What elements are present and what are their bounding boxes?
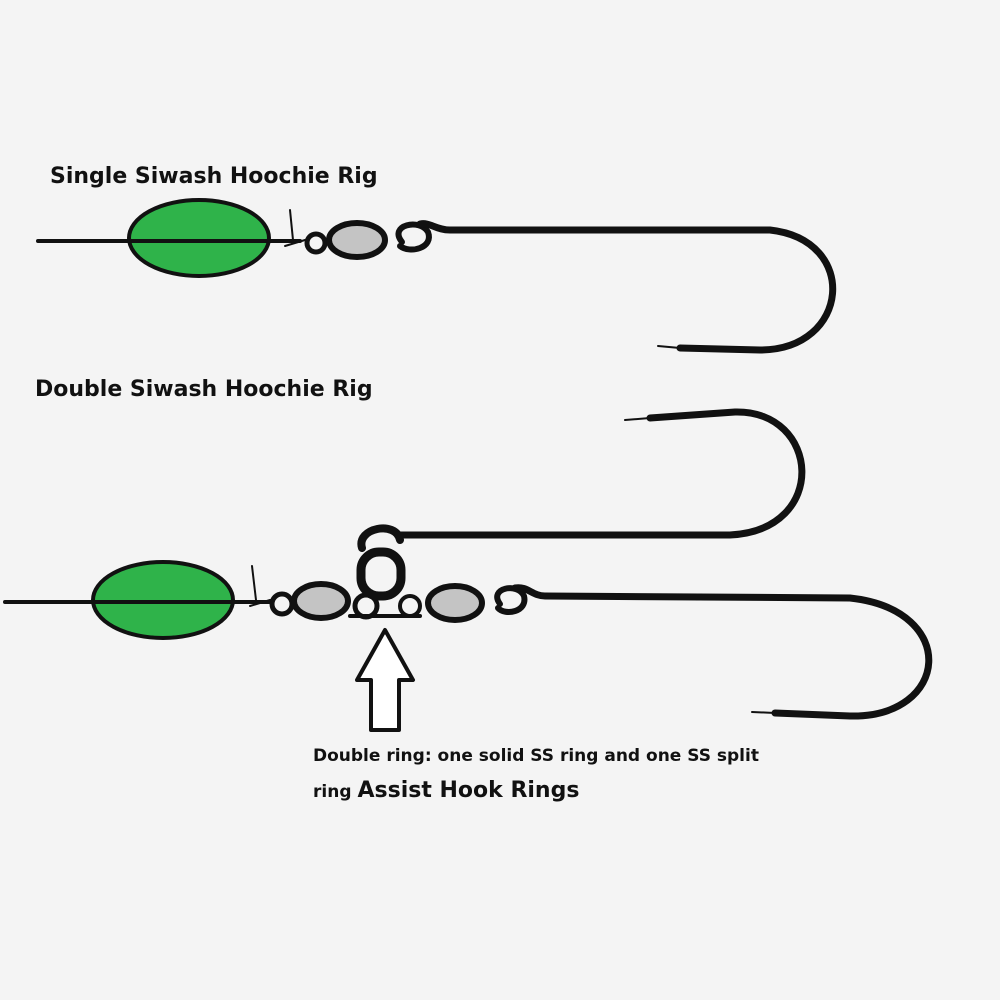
single-ring [304,231,328,255]
double-swivel-right [425,583,485,623]
note-line-1: Double ring: one solid SS ring and one S… [313,746,759,766]
up-arrow [355,628,415,732]
single-hook-eye [395,221,432,253]
single-knot [284,209,306,247]
assist-hook-rings-label: Assist Hook Rings [357,778,580,803]
split-ring-2 [398,594,422,618]
upper-hook-eye [357,524,404,552]
single-hook [416,220,836,354]
double-rig-title: Double Siwash Hoochie Rig [35,377,373,402]
lower-hook-eye [494,585,528,615]
double-swivel-left [291,581,351,621]
solid-ring [356,547,406,601]
upper-hook [394,408,806,539]
double-knot [249,565,271,607]
double-ring [269,591,295,617]
single-rig-title: Single Siwash Hoochie Rig [50,164,378,189]
note-line-2-prefix: ring [313,782,352,802]
single-hoochie-float [127,198,271,278]
lower-hook [511,584,933,720]
single-swivel [326,220,388,260]
